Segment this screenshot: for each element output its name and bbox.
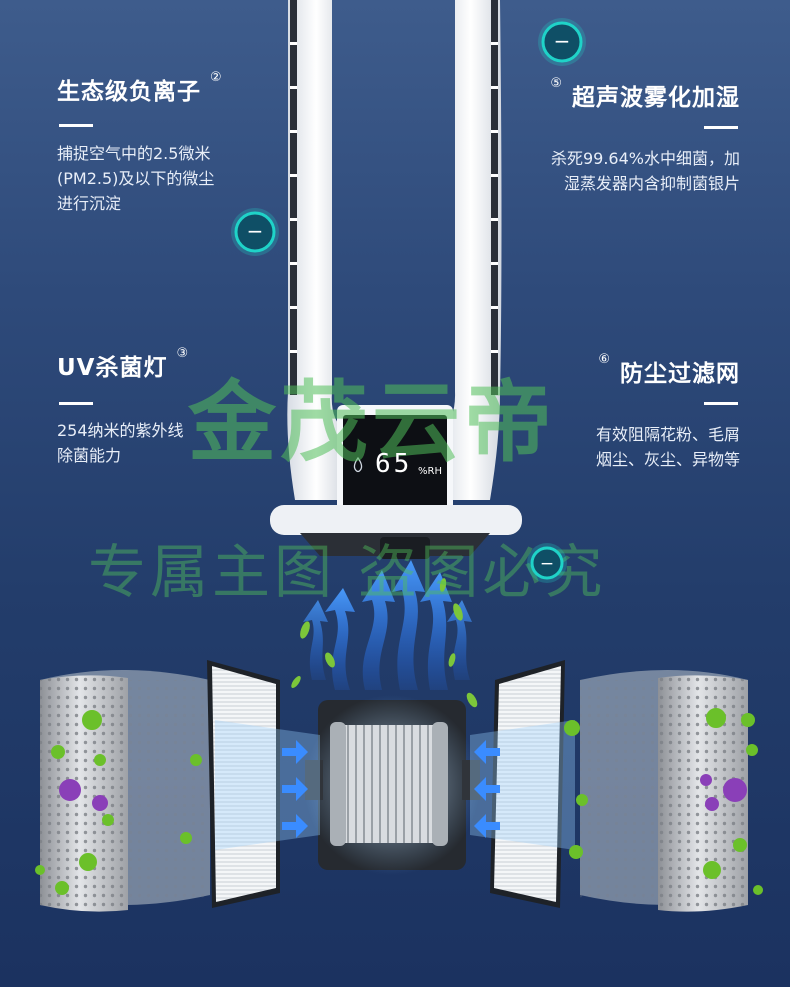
ion-minus-icon: − xyxy=(247,219,264,243)
feature-description: 254纳米的紫外线 除菌能力 xyxy=(57,421,184,465)
feature-title: ⑤ 超声波雾化加湿 xyxy=(550,76,740,112)
ion-minus-icon: − xyxy=(554,29,571,53)
feature-title-text: 生态级负离子 xyxy=(57,79,201,105)
fan-motor xyxy=(304,695,480,875)
left-filter-housing xyxy=(40,670,210,912)
ion-badge: − xyxy=(231,208,279,256)
humidity-value: 65 xyxy=(375,449,413,479)
tower-right-arm xyxy=(440,0,502,500)
feature-description: 捕捉空气中的2.5微米 (PM2.5)及以下的微尘 进行沉淀 xyxy=(57,144,215,213)
watermark-notice: 专属主图 盗图必究 xyxy=(88,538,607,606)
right-filter-housing xyxy=(580,670,748,912)
feature-title: ⑥ 防尘过滤网 xyxy=(598,352,740,388)
feature-description: 有效阻隔花粉、毛屑 烟尘、灰尘、异物等 xyxy=(595,425,740,469)
feature-rule xyxy=(704,402,738,405)
feature-number: ② xyxy=(210,70,223,85)
feature-rule xyxy=(59,124,93,127)
feature-number: ③ xyxy=(176,346,190,361)
feature-title-text: UV杀菌灯 xyxy=(57,355,168,381)
left-hepa-filter xyxy=(207,660,280,908)
humidity-unit: %RH xyxy=(418,466,442,477)
feature-rule xyxy=(704,126,738,129)
airflow-left xyxy=(215,720,320,850)
feature-number: ⑤ xyxy=(550,76,563,91)
watermark-brand: 金茂云帝 xyxy=(188,371,557,474)
feature-title-text: 超声波雾化加湿 xyxy=(572,85,740,111)
tower-left-arm xyxy=(287,0,345,500)
feature-title-text: 防尘过滤网 xyxy=(620,361,740,387)
feature-description: 杀死99.64%水中细菌，加 湿蒸发器内含抑制菌银片 xyxy=(550,149,740,193)
feature-number: ⑥ xyxy=(598,352,611,367)
water-drop-icon xyxy=(353,456,363,473)
feature-rule xyxy=(59,402,93,405)
ion-badge: − xyxy=(538,18,586,66)
airflow-right xyxy=(470,720,575,850)
feature-title: UV杀菌灯 ③ xyxy=(57,346,190,382)
germ-particles xyxy=(35,708,763,895)
ion-badge: − xyxy=(527,543,567,583)
ion-minus-icon: − xyxy=(540,554,554,574)
display-screen xyxy=(343,415,447,519)
leaf-particles xyxy=(291,578,478,708)
tower-base xyxy=(270,505,522,535)
feature-title: 生态级负离子 ② xyxy=(57,70,223,106)
right-hepa-filter xyxy=(490,660,565,908)
